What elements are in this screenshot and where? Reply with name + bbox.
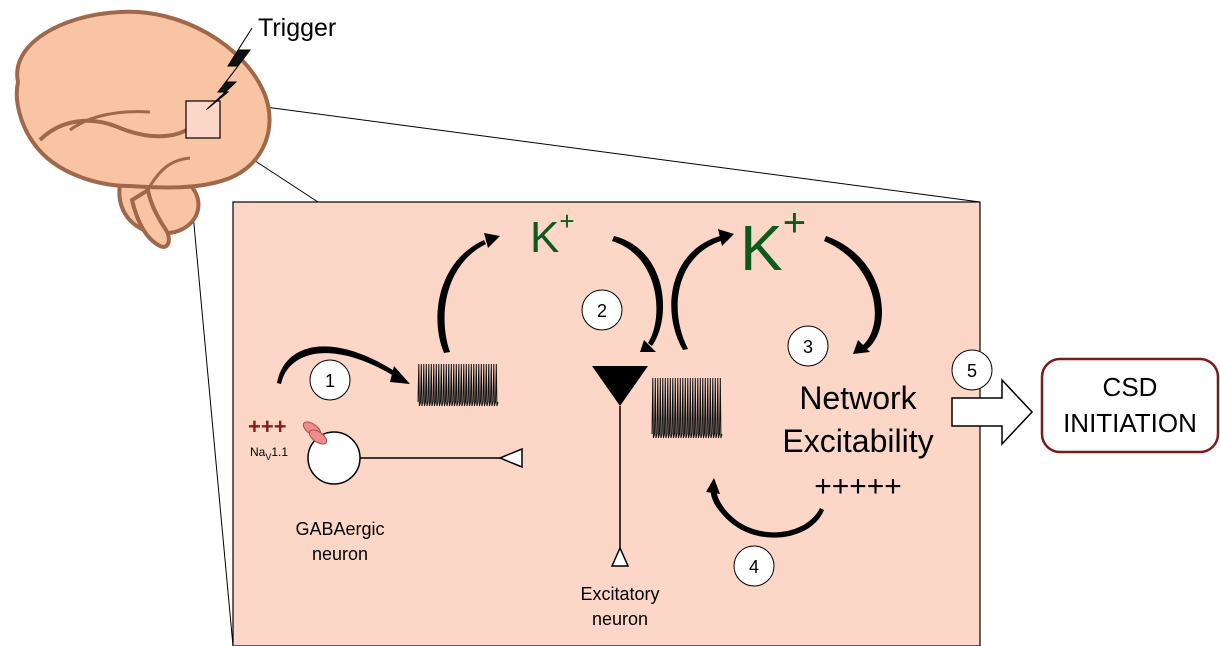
nav11-label: NaV1.1 xyxy=(250,445,288,462)
excitatory-spike-train xyxy=(651,377,723,439)
csd-label-line2: INITIATION xyxy=(1063,408,1197,438)
step-marker-3: 3 xyxy=(787,325,829,367)
gaba-spike-path xyxy=(417,363,499,407)
arrow-network-feedback xyxy=(710,486,824,538)
network-label-line1: Network xyxy=(799,380,917,416)
arrowhead-sodium-to-spikes xyxy=(390,366,410,384)
step-number-4: 4 xyxy=(749,557,759,577)
excitatory-soma xyxy=(592,366,648,406)
step-markers: 1 2 3 4 5 xyxy=(309,289,993,587)
step-number-1: 1 xyxy=(325,371,335,391)
gabaergic-neuron xyxy=(302,421,523,485)
excitatory-axon-terminal xyxy=(610,546,630,567)
block-arrow-to-csd xyxy=(951,378,1034,446)
potassium-small-label: K+ xyxy=(530,206,575,262)
gaba-spike-train xyxy=(417,363,499,407)
excitatory-spike-path xyxy=(651,377,723,439)
gaba-soma xyxy=(307,431,361,485)
arrowhead-excitatory-to-k xyxy=(718,229,734,246)
arrow-excitatory-to-k xyxy=(671,236,721,350)
arrow-k-to-excitatory xyxy=(612,236,664,346)
excitatory-label-line2: neuron xyxy=(592,609,648,629)
brain-sulcus-2 xyxy=(69,110,151,132)
step-marker-4: 4 xyxy=(733,545,775,587)
cerebrum-shape xyxy=(14,9,272,190)
excitatory-neuron xyxy=(592,366,648,567)
step-marker-5: 5 xyxy=(951,349,993,391)
network-excitability-plus: +++++ xyxy=(814,470,902,503)
sodium-excess-plus: +++ xyxy=(248,414,287,439)
network-label-line2: Excitability xyxy=(782,423,933,459)
zoom-inset-box xyxy=(185,100,221,139)
excitatory-label-line1: Excitatory xyxy=(580,584,659,604)
gaba-label-line2: neuron xyxy=(312,544,368,564)
zoom-panel xyxy=(232,201,981,646)
step-number-2: 2 xyxy=(597,301,607,321)
arrowhead-gaba-to-k xyxy=(484,233,500,248)
arrow-sodium-to-spikes xyxy=(277,346,396,384)
arrowhead-k-to-excitatory xyxy=(640,340,656,352)
gaba-label-line1: GABAergic xyxy=(295,519,384,539)
arrowhead-k-to-network xyxy=(853,340,870,354)
potassium-large-label: K+ xyxy=(740,201,806,284)
step-number-5: 5 xyxy=(967,361,977,381)
brain-illustration xyxy=(14,9,272,249)
gaba-axon-terminal xyxy=(498,447,523,469)
arrow-k-to-network xyxy=(824,236,883,350)
brain-sulcus-1 xyxy=(38,118,192,142)
nav11-channel-2 xyxy=(308,429,328,445)
csd-label-line1: CSD xyxy=(1103,372,1158,402)
trigger-label: Trigger xyxy=(258,14,336,42)
step-marker-2: 2 xyxy=(581,289,623,331)
arrow-gaba-to-k xyxy=(437,240,486,353)
csd-initiation-box xyxy=(1040,357,1220,454)
brain-sulcus-3 xyxy=(148,156,191,187)
potassium-cycle-arrows xyxy=(277,229,883,538)
step-number-3: 3 xyxy=(803,337,813,357)
step-marker-1: 1 xyxy=(309,359,351,401)
lightning-bolt-icon xyxy=(205,27,253,111)
arrowhead-network-feedback xyxy=(706,478,720,494)
brainstem-shape xyxy=(129,186,171,249)
